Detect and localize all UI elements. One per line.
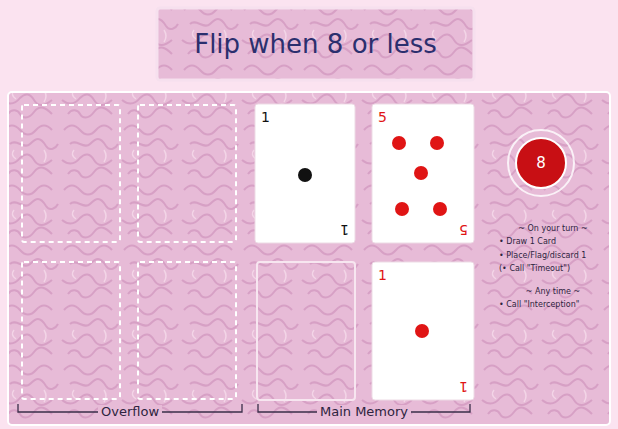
playing-card: 11 [255, 104, 355, 243]
empty-slot [257, 262, 355, 400]
rule-text: (• Call "Timeout") [499, 264, 607, 274]
rule-text: ~ Any time ~ [499, 287, 607, 297]
zone-label: Main Memory [317, 405, 411, 419]
rule-text: • Place/Flag/discard 1 [499, 251, 607, 261]
threshold-number: 8 [516, 138, 566, 188]
cards [255, 104, 474, 400]
card-value: 1 [261, 110, 270, 124]
zone-label: Overflow [98, 405, 162, 419]
playing-card: 11 [372, 262, 474, 400]
threshold-circle: 8 [516, 138, 566, 188]
threshold-token [508, 130, 574, 196]
playing-card: 55 [372, 104, 474, 243]
rule-text: ~ On your turn ~ [499, 224, 607, 234]
card-pips [298, 136, 447, 338]
rule-text: • Call "Interception" [499, 300, 607, 310]
overflow-slots [22, 105, 236, 399]
card-value: 1 [459, 380, 468, 394]
card-value: 1 [340, 223, 349, 237]
rule-text: • Draw 1 Card [499, 237, 607, 247]
card-value: 5 [378, 110, 387, 124]
card-value: 1 [378, 268, 387, 282]
rules-panel: ~ On your turn ~ • Draw 1 Card • Place/Fla… [499, 224, 607, 313]
card-value: 5 [459, 223, 468, 237]
title-text: Flip when 8 or less [194, 29, 437, 59]
board-panel [8, 92, 610, 425]
title-banner [157, 8, 474, 80]
